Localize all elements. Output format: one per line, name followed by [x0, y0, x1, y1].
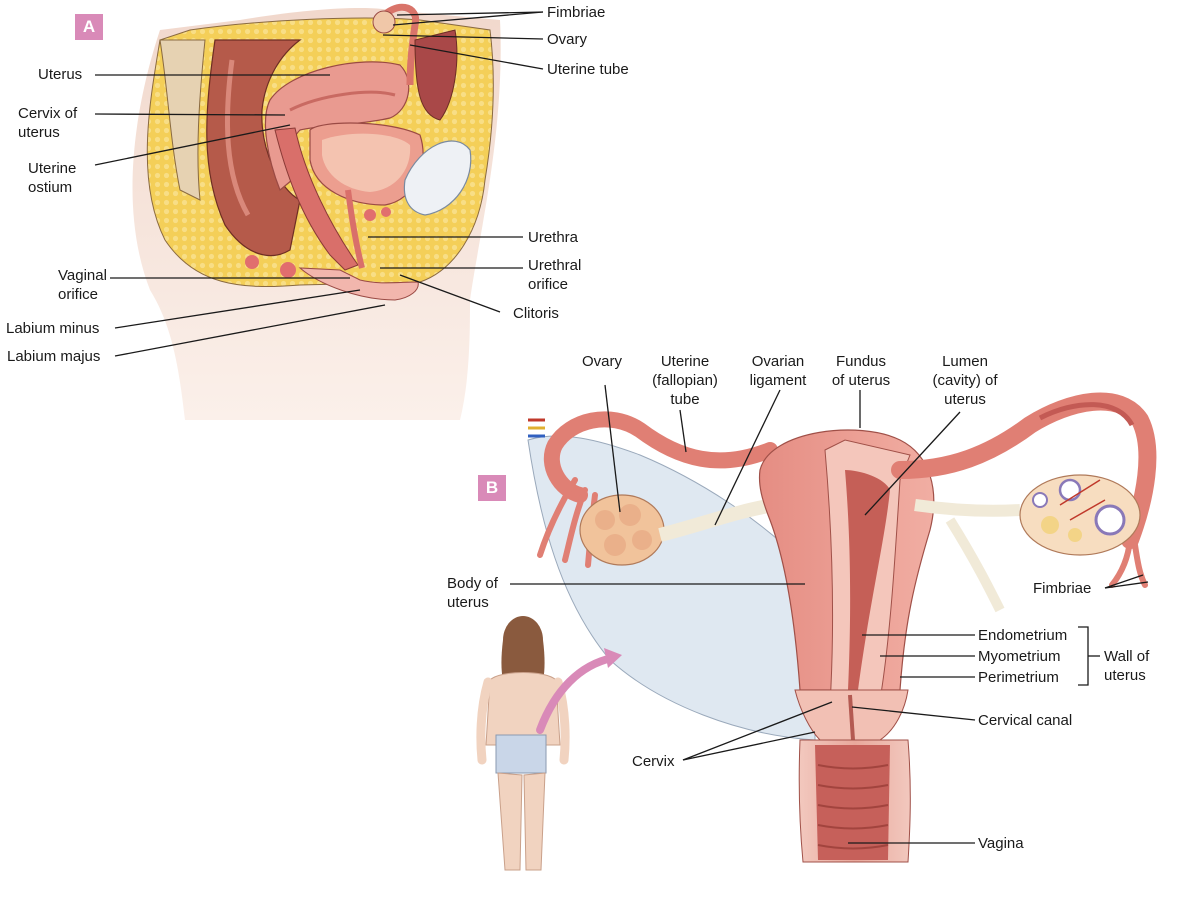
left-ovarian-ligament — [658, 498, 777, 542]
label-urethra: Urethra — [528, 229, 579, 246]
panel-b-frontal-view — [527, 392, 1157, 863]
label-cervix: Cervix — [632, 753, 675, 770]
urethra-section — [345, 189, 365, 269]
label-wall-of-uterus: Wall of uterus — [1104, 648, 1150, 684]
label-labium-minus: Labium minus — [6, 320, 100, 337]
label-cervix-of-uterus: Cervix of uterus — [18, 105, 78, 141]
label-fimbriae-a: Fimbriae — [547, 4, 606, 21]
label-labium-majus: Labium majus — [7, 348, 101, 365]
label-uterus: Uterus — [38, 66, 83, 83]
uterine-lumen — [845, 470, 890, 690]
vagina-section — [274, 127, 359, 271]
right-ovarian-ligament — [914, 499, 1021, 517]
panel-a-badge: A — [75, 14, 103, 40]
right-uterine-tube — [891, 392, 1157, 549]
label-ovary-b: Ovary — [581, 353, 622, 370]
pelvis-highlight-box — [495, 734, 547, 774]
label-perimetrium: Perimetrium — [978, 669, 1059, 686]
label-cervical-canal: Cervical canal — [978, 712, 1073, 729]
label-vaginal-orifice: Vaginal orifice — [58, 267, 107, 303]
label-vagina: Vagina — [978, 835, 1024, 852]
label-uterine-ostium: Uterine ostium — [28, 160, 77, 196]
sacrum — [159, 39, 206, 201]
label-myometrium: Myometrium — [978, 648, 1061, 665]
orientation-figure — [476, 616, 622, 871]
label-endometrium: Endometrium — [978, 627, 1068, 644]
panel-a-sagittal-section — [132, 3, 501, 420]
label-clitoris: Clitoris — [513, 305, 559, 322]
label-lumen-of-uterus: Lumen (cavity) of uterus — [932, 353, 998, 408]
label-body-of-uterus: Body of uterus — [447, 575, 498, 611]
orientation-arrow — [536, 654, 616, 734]
label-urethral-orifice: Urethral orifice — [528, 257, 582, 293]
labia — [298, 267, 419, 301]
uterine-tube-section — [377, 3, 420, 86]
label-uterine-tube-a: Uterine tube — [547, 61, 629, 78]
label-fimbriae-b: Fimbriae — [1033, 580, 1092, 597]
panel-b-badge: B — [478, 475, 506, 501]
ovary-section — [372, 10, 396, 34]
label-ovary-a: Ovary — [547, 31, 588, 48]
leader-lines — [94, 11, 1149, 844]
label-ovarian-ligament: Ovarian ligament — [749, 353, 807, 389]
label-uterine-fallopian-tube: Uterine (fallopian) tube — [652, 353, 718, 408]
pubic-bone — [403, 140, 472, 216]
label-fundus-of-uterus: Fundus of uterus — [831, 353, 891, 389]
left-ovary — [579, 494, 665, 566]
